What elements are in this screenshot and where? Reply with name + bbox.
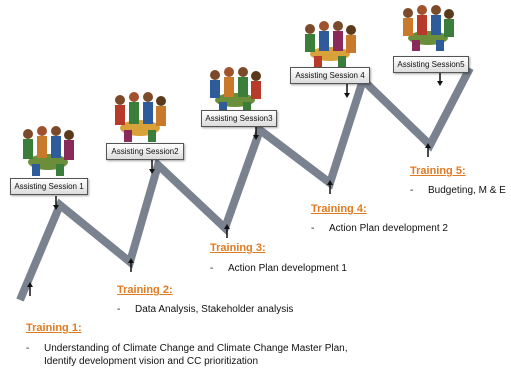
bullet-dash: -	[117, 304, 121, 315]
people-group-illustration-2	[115, 92, 166, 142]
arrow-icon-session-4	[344, 84, 350, 98]
arrow-icon-training-5	[425, 143, 431, 157]
training-2-item: - Data Analysis, Stakeholder analysis	[117, 303, 317, 316]
arrow-icon-session-3	[253, 126, 259, 140]
training-4-title: Training 4:	[311, 203, 367, 215]
training-1-item: - Understanding of Climate Change and Cl…	[26, 342, 366, 368]
arrow-icon-session-1	[53, 196, 59, 210]
arrow-icon-training-1	[27, 282, 33, 296]
arrow-icon-training-4	[327, 180, 333, 194]
training-1-title: Training 1:	[26, 322, 82, 334]
training-4-item: - Action Plan development 2	[311, 222, 481, 235]
assisting-session-4-box: Assisting Session 4	[290, 67, 370, 84]
people-group-illustration-1	[23, 126, 74, 176]
people-group-illustration-5	[403, 5, 454, 51]
assisting-session-3-box: Assisting Session3	[201, 110, 277, 127]
training-5-title: Training 5:	[410, 165, 466, 177]
training-3-description: Action Plan development 1	[228, 263, 347, 274]
assisting-session-1-box: Assisting Session 1	[10, 178, 88, 195]
training-2-description: Data Analysis, Stakeholder analysis	[135, 304, 294, 315]
arrow-icon-training-3	[224, 224, 230, 238]
training-3-title: Training 3:	[210, 242, 266, 254]
training-5-description: Budgeting, M & E	[428, 185, 506, 196]
training-3-item: - Action Plan development 1	[210, 262, 380, 275]
bullet-dash: -	[210, 263, 214, 274]
bullet-dash: -	[311, 223, 315, 234]
people-group-illustration-4	[305, 21, 356, 67]
bullet-dash: -	[26, 343, 30, 354]
arrow-icon-training-2	[128, 258, 134, 272]
zigzag-progress-path	[16, 66, 474, 302]
training-5-item: - Budgeting, M & E	[410, 184, 510, 197]
assisting-session-2-box: Assisting Session2	[106, 143, 184, 160]
bullet-dash: -	[410, 185, 414, 196]
people-group-illustration-3	[210, 67, 261, 113]
arrow-icon-session-2	[149, 160, 155, 174]
assisting-session-5-box: Assisting Session5	[393, 56, 469, 73]
training-2-title: Training 2:	[117, 284, 173, 296]
arrow-icon-session-5	[437, 72, 443, 86]
training-1-description: Understanding of Climate Change and Clim…	[44, 343, 348, 367]
training-4-description: Action Plan development 2	[329, 223, 448, 234]
